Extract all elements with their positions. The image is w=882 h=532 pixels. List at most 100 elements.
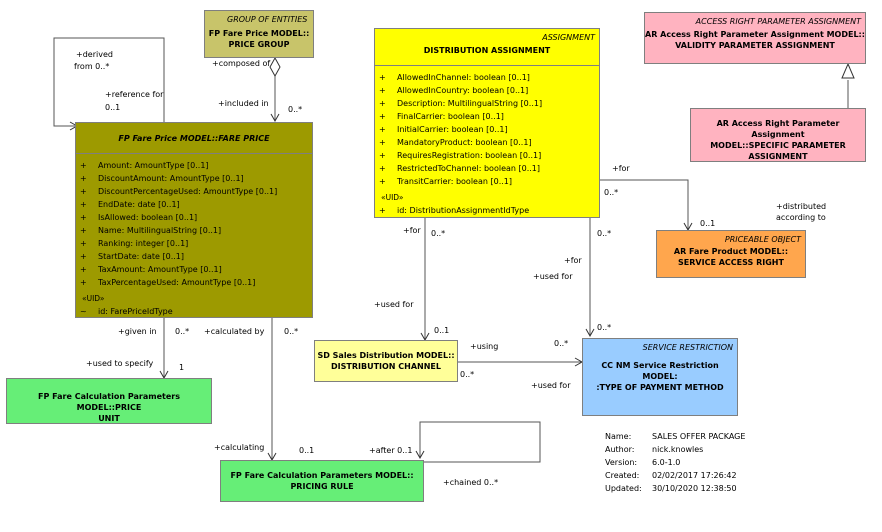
class-name-line1: AR Fare Product MODEL::: [673, 247, 789, 256]
role-calculated-by: +calculated by: [204, 327, 265, 336]
metadata-row: Author:nick.knowles: [605, 443, 745, 456]
metadata-key: Updated:: [605, 484, 642, 493]
attribute-text: DiscountPercentageUsed: AmountType [0..1…: [98, 187, 278, 196]
stereotype-label: GROUP OF ENTITIES: [227, 15, 308, 24]
role-chained: +chained 0..*: [443, 478, 499, 487]
multiplicity-using: 0..*: [554, 339, 569, 348]
role-reference-for: +reference for: [105, 90, 164, 99]
visibility-marker: +: [80, 200, 87, 209]
generalization-triangle: [841, 62, 855, 79]
class-distribution-assignment[interactable]: ASSIGNMENT DISTRIBUTION ASSIGNMENT +Allo…: [374, 28, 600, 218]
attribute-row: + StartDate: date [0..1]: [80, 250, 308, 263]
multiplicity-calculated-by: 0..*: [284, 327, 299, 336]
role-for-left: +for: [403, 226, 421, 235]
metadata-row: Version:6.0-1.0: [605, 456, 745, 469]
role-after: +after 0..1: [369, 446, 413, 455]
visibility-marker: +: [80, 226, 87, 235]
role-included-in: +included in: [218, 99, 269, 108]
attribute-text: AllowedInCountry: boolean [0..1]: [397, 86, 529, 95]
role-using: +using: [470, 342, 499, 351]
attribute-row: +EndDate: date [0..1]: [80, 198, 308, 211]
arrowhead-composition: [270, 113, 280, 123]
attribute-row: +FinalCarrier: boolean [0..1]: [379, 110, 595, 123]
role-used-for-mid: +used for: [533, 272, 573, 281]
multiplicity-given-in: 0..*: [175, 327, 190, 336]
multiplicity-included: 0..*: [288, 105, 303, 114]
arrowhead-chained: [415, 450, 425, 460]
attribute-row: +TransitCarrier: boolean [0..1]: [379, 175, 595, 188]
metadata-key: Created:: [605, 471, 640, 480]
attribute-row: +Name: MultilingualString [0..1]: [80, 224, 308, 237]
attribute-row: +TaxPercentageUsed: AmountType [0..1]: [80, 276, 308, 289]
visibility-marker: +: [80, 161, 87, 170]
metadata-row: Created: 02/02/2017 17:26:42: [605, 469, 745, 482]
attribute-text: IsAllowed: boolean [0..1]: [98, 213, 198, 222]
attribute-row: +RequiresRegistration: boolean [0..1]: [379, 149, 595, 162]
class-name: DISTRIBUTION ASSIGNMENT: [423, 46, 551, 55]
attribute-text: TransitCarrier: boolean [0..1]: [397, 177, 512, 186]
attribute-text: TaxPercentageUsed: AmountType [0..1]: [98, 278, 256, 287]
attribute-row: +MandatoryProduct: boolean [0..1]: [379, 136, 595, 149]
class-fare-price[interactable]: FP Fare Price MODEL::FARE PRICE +Amount:…: [75, 122, 313, 318]
class-name: FP Fare Price MODEL::FARE PRICE: [118, 134, 270, 143]
attribute-text: StartDate: date [0..1]: [98, 252, 184, 261]
assignment-priceable-line: [600, 179, 689, 230]
attribute-row: +AllowedInCountry: boolean [0..1]: [379, 84, 595, 97]
attribute-text: DiscountAmount: AmountType [0..1]: [98, 174, 244, 183]
visibility-marker: +: [80, 174, 87, 183]
attribute-text: FinalCarrier: boolean [0..1]: [397, 112, 504, 121]
role-used-to-specify: +used to specify: [86, 359, 154, 368]
attribute-list: +Amount: AmountType [0..1]+DiscountAmoun…: [76, 153, 312, 289]
class-price-unit[interactable]: FP Fare Calculation Parameters MODEL::PR…: [6, 378, 212, 424]
role-given-in: +given in: [118, 327, 157, 336]
composition-diamond: [269, 56, 281, 78]
attribute-text: RestrictedToChannel: boolean [0..1]: [397, 164, 541, 173]
class-name-line1: AR Access Right Parameter Assignment: [716, 119, 840, 139]
uid-attribute: ~id: FarePriceIdType: [80, 307, 173, 316]
uid-stereotype: «UID»: [381, 193, 404, 202]
multiplicity-channel: 0..1: [434, 326, 450, 335]
class-specific-parameter-assignment[interactable]: AR Access Right Parameter Assignment MOD…: [690, 108, 866, 162]
class-name-line2: PRICE GROUP: [228, 40, 290, 49]
metadata-row: Updated:30/10/2020 12:38:50: [605, 482, 745, 495]
class-name-line1: FP Fare Calculation Parameters MODEL::: [230, 471, 414, 480]
class-distribution-channel[interactable]: SD Sales Distribution MODEL:: DISTRIBUTI…: [314, 340, 458, 382]
metadata-value: nick.knowles: [652, 445, 704, 454]
self-association-line: [53, 37, 165, 127]
multiplicity-reference: 0..1: [105, 103, 121, 112]
class-type-of-payment-method[interactable]: SERVICE RESTRICTION CC NM Service Restri…: [582, 338, 738, 416]
metadata-value: SALES OFFER PACKAGE: [652, 432, 746, 441]
role-used-for-channel: +used for: [374, 300, 414, 309]
visibility-marker: +: [80, 187, 87, 196]
class-service-access-right[interactable]: PRICEABLE OBJECT AR Fare Product MODEL::…: [656, 230, 806, 278]
attribute-row: +Ranking: integer [0..1]: [80, 237, 308, 250]
class-name-line2: DISTRIBUTION CHANNEL: [331, 362, 441, 371]
role-for-mid: +for: [564, 256, 582, 265]
attribute-row: + DiscountAmount: AmountType [0..1]: [80, 172, 308, 185]
metadata-row: Name:SALES OFFER PACKAGE: [605, 430, 745, 443]
metadata-value: 6.0-1.0: [652, 458, 681, 467]
visibility-marker: +: [379, 125, 386, 134]
visibility-marker: +: [80, 265, 87, 274]
class-pricing-rule[interactable]: FP Fare Calculation Parameters MODEL:: P…: [220, 460, 424, 502]
stereotype-label: SERVICE RESTRICTION: [642, 343, 733, 352]
visibility-marker: +: [379, 164, 386, 173]
visibility-marker: +: [80, 252, 87, 261]
visibility-marker: +: [80, 239, 87, 248]
class-price-group[interactable]: GROUP OF ENTITIES FP Fare Price MODEL:: …: [204, 10, 314, 58]
attribute-row: +Description: MultilingualString [0..1]: [379, 97, 595, 110]
class-name-line3: ASSIGNMENT: [748, 152, 808, 161]
attribute-text: AllowedInChannel: boolean [0..1]: [397, 73, 530, 82]
role-distributed: +distributed: [776, 202, 827, 211]
class-validity-parameter-assignment[interactable]: ACCESS RIGHT PARAMETER ASSIGNMENT AR Acc…: [644, 12, 866, 64]
class-name-line1: FP Fare Price MODEL::: [208, 29, 310, 38]
attribute-text: InitialCarrier: boolean [0..1]: [397, 125, 508, 134]
uid-attribute: +id: DistributionAssignmentIdType: [379, 206, 530, 215]
stereotype-label: ASSIGNMENT: [542, 33, 595, 42]
role-for-right: +for: [612, 164, 630, 173]
role-from: from 0..*: [74, 62, 110, 71]
attribute-text: RequiresRegistration: boolean [0..1]: [397, 151, 542, 160]
metadata-value: 02/02/2017 17:26:42: [652, 471, 737, 480]
